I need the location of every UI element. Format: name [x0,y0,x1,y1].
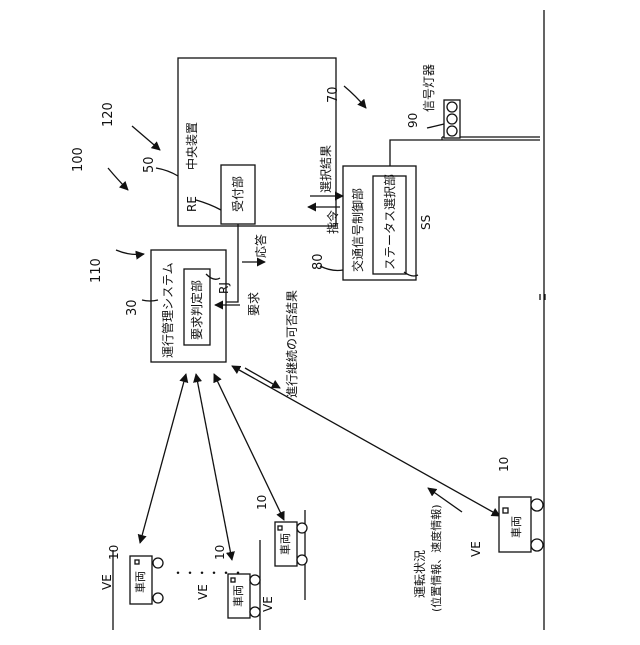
label-100: 100 [71,147,86,172]
vehicle-right-wheel-1 [531,499,543,511]
signal-lamp-light-3 [447,126,457,136]
leader-30 [142,300,158,301]
response-label: 応答 [253,234,268,258]
label-rj: RJ [217,282,231,294]
ten-label-middle: 10 [213,545,227,560]
ten-label-left: 10 [107,545,121,560]
vehicle-right-terminal [503,508,508,513]
vehicle-left-wheel-1 [153,558,163,568]
label-80: 80 [311,253,326,270]
drive-status-label: 運転状況 [412,550,427,598]
traffic-control-title: 交通信号制御部 [350,188,365,272]
ref-arrow-120 [132,126,160,150]
leader-50 [156,168,178,176]
label-110: 110 [89,258,104,283]
signal-lamp-light-2 [447,114,457,124]
ref-arrow-110 [116,250,144,255]
vehicle-left-terminal [135,560,139,564]
label-re: RE [185,196,199,212]
label-120: 120 [101,102,116,127]
vehicle-upper-wheel-2 [297,555,307,565]
comm-vehicle-upper [214,374,284,520]
request-judge-label: 要求判定部 [189,280,204,340]
continue-result-label: 進行継続の可否結果 [284,290,299,398]
vehicle-middle-wheel-1 [250,575,260,585]
vehicle-upper-terminal [278,526,282,530]
vehicle-label-upper: 車両 [278,533,292,555]
label-90: 90 [406,113,420,128]
vehicle-label-left: 車両 [133,571,147,593]
central-device-title: 中央装置 [184,122,199,170]
signal-lamp-light-1 [447,102,457,112]
ref-arrow-100 [108,168,128,190]
vehicle-right-wheel-2 [531,539,543,551]
signal-lamp-label: 信号灯器 [422,64,436,112]
continue-result-arrow [245,368,280,388]
ve-label-left: VE [100,574,114,590]
vehicles-ellipsis: ・・・・・・ [172,566,244,580]
ref-arrow-70 [344,86,366,108]
comm-vehicle-right [232,366,500,516]
vehicle-label-right: 車両 [509,516,523,538]
vehicle-left-wheel-2 [153,593,163,603]
reception-label: 受付部 [230,176,245,212]
label-50: 50 [142,156,157,173]
label-30: 30 [125,299,140,316]
selection-result-label: 選択結果 [319,145,333,193]
status-select-label: ステータス選択部 [382,174,397,270]
ve-label-middle: VE [196,584,210,600]
vehicle-middle-wheel-2 [250,607,260,617]
label-ss: SS [419,215,433,230]
vehicle-upper-wheel-1 [297,523,307,533]
central-device-box [178,58,336,226]
ve-label-right: VE [469,541,483,557]
command-label: 指令 [325,210,340,234]
ten-label-upper: 10 [255,495,269,510]
comm-vehicle-middle [196,374,232,560]
leader-90 [427,124,444,128]
vehicle-label-middle: 車両 [231,585,245,607]
drive-info-label: (位置情報、速度情報) [429,504,443,612]
ten-label-right: 10 [497,457,511,472]
ve-label-upper: VE [261,596,275,612]
comm-vehicle-left [140,374,186,543]
label-70: 70 [326,86,341,103]
ops-management-title: 運行管理システム [160,262,175,358]
request-label: 要求 [247,292,261,316]
